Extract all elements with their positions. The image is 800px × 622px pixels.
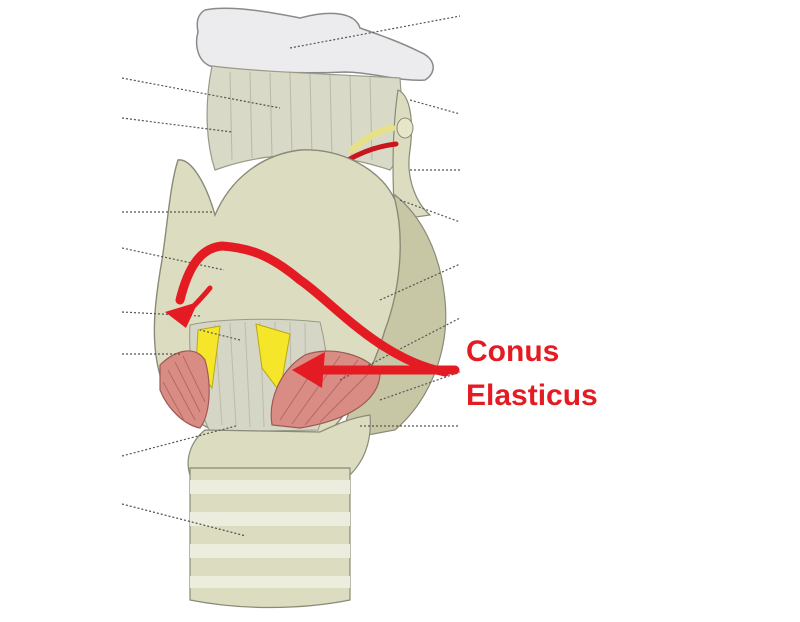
leader-lines: [121, 15, 461, 537]
elasticus-label-line2: Elasticus: [466, 379, 598, 412]
superior-laryngeal-artery: [345, 141, 399, 163]
membrane-fibers: [229, 71, 373, 161]
curved-arrow-shaft: [175, 241, 450, 377]
cricothyroid-muscle-left: [159, 350, 210, 429]
trachea: [189, 467, 351, 609]
cricoid-cartilage: [187, 414, 371, 476]
arrowhead-left: [165, 302, 198, 328]
arrowhead-right: [292, 352, 325, 388]
conus-label-line1: Conus: [466, 335, 560, 368]
triticeous-cartilage: [396, 117, 414, 139]
superior-laryngeal-nerve: [348, 124, 396, 154]
muscle-striations-left: [162, 355, 206, 423]
hyoid-bone: [195, 7, 434, 82]
